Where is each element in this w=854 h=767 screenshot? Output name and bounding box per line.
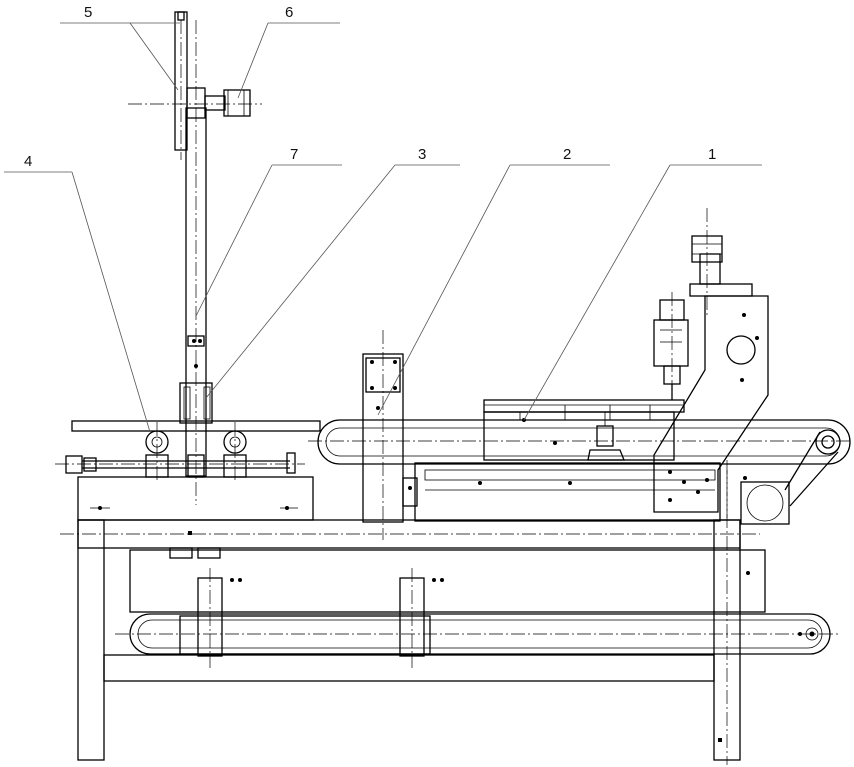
top-disc-assembly: [128, 12, 262, 160]
callout-labels: 5 6 4 7 3 2 1: [24, 4, 716, 170]
support-post: [363, 330, 403, 540]
workpiece-table: [484, 400, 684, 460]
spindle-head: [654, 208, 789, 524]
callout-3: 3: [418, 146, 426, 163]
callout-1: 1: [708, 146, 716, 163]
callout-4: 4: [24, 153, 32, 170]
mast: [180, 20, 212, 505]
callout-5: 5: [84, 4, 92, 21]
main-frame: [60, 470, 760, 765]
callout-6: 6: [285, 4, 293, 21]
upper-conveyor: [308, 420, 850, 521]
callout-7: 7: [290, 146, 298, 163]
callout-2: 2: [563, 146, 571, 163]
lower-conveyor: [115, 550, 840, 668]
